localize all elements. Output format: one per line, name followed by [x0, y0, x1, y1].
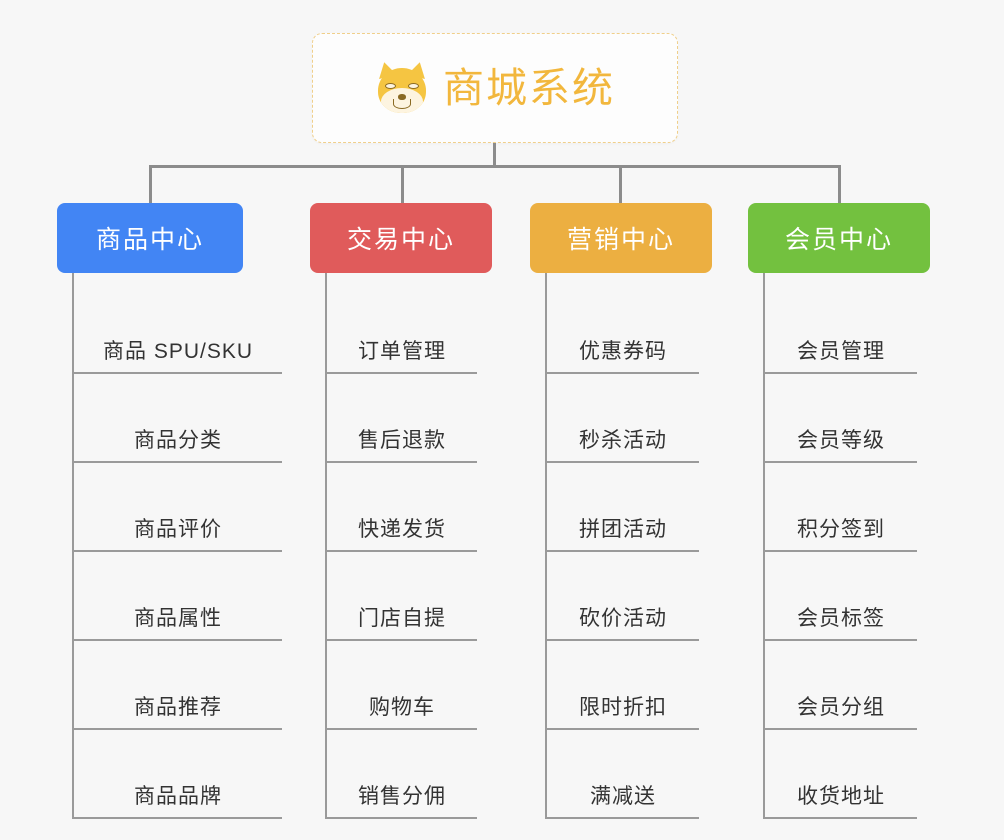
leaf-item[interactable]: 售后退款: [327, 374, 477, 463]
root-node[interactable]: 商城系统: [312, 33, 678, 143]
shiba-inu-dog-icon: [375, 60, 429, 115]
leaf-label: 限时折扣: [579, 696, 667, 719]
category-header-product[interactable]: 商品中心: [57, 203, 243, 273]
leaf-label: 拼团活动: [579, 518, 667, 541]
connector-drop-member: [838, 165, 841, 205]
leaf-item[interactable]: 会员等级: [765, 374, 917, 463]
category-header-marketing[interactable]: 营销中心: [530, 203, 712, 273]
category-header-member[interactable]: 会员中心: [748, 203, 930, 273]
leaf-label: 收货地址: [797, 785, 885, 808]
leaf-label: 砍价活动: [579, 607, 667, 630]
category-column-marketing: 营销中心 优惠券码 秒杀活动 拼团活动 砍价活动 限时折扣 满减送: [530, 203, 712, 819]
connector-drop-market: [619, 165, 622, 205]
leaf-item[interactable]: 会员标签: [765, 552, 917, 641]
leaf-item[interactable]: 购物车: [327, 641, 477, 730]
connector-horizontal-bus: [149, 165, 841, 168]
category-column-trade: 交易中心 订单管理 售后退款 快递发货 门店自提 购物车 销售分佣: [310, 203, 492, 819]
leaf-label: 商品 SPU/SKU: [102, 340, 254, 363]
leaf-item[interactable]: 会员分组: [765, 641, 917, 730]
leaf-list-product: 商品 SPU/SKU 商品分类 商品评价 商品属性 商品推荐 商品品牌: [72, 273, 282, 819]
leaf-label: 会员管理: [797, 340, 885, 363]
leaf-list-marketing: 优惠券码 秒杀活动 拼团活动 砍价活动 限时折扣 满减送: [545, 273, 712, 819]
leaf-item[interactable]: 商品 SPU/SKU: [74, 285, 282, 374]
leaf-label: 商品品牌: [134, 785, 222, 808]
leaf-item[interactable]: 门店自提: [327, 552, 477, 641]
category-column-member: 会员中心 会员管理 会员等级 积分签到 会员标签 会员分组 收货地址: [748, 203, 930, 819]
root-title: 商城系统: [443, 64, 615, 111]
leaf-label: 订单管理: [358, 340, 446, 363]
connector-drop-product: [149, 165, 152, 205]
leaf-item[interactable]: 优惠券码: [547, 285, 699, 374]
leaf-label: 商品推荐: [134, 696, 222, 719]
leaf-label: 商品属性: [134, 607, 222, 630]
category-header-trade[interactable]: 交易中心: [310, 203, 492, 273]
leaf-label: 商品评价: [134, 518, 222, 541]
leaf-label: 购物车: [369, 696, 435, 719]
category-label: 营销中心: [566, 226, 675, 254]
leaf-item[interactable]: 满减送: [547, 730, 699, 819]
leaf-item[interactable]: 订单管理: [327, 285, 477, 374]
leaf-item[interactable]: 砍价活动: [547, 552, 699, 641]
leaf-label: 满减送: [590, 785, 656, 808]
connector-drop-trade: [401, 165, 404, 205]
leaf-label: 门店自提: [358, 607, 446, 630]
category-label: 会员中心: [784, 226, 893, 254]
category-column-product: 商品中心 商品 SPU/SKU 商品分类 商品评价 商品属性 商品推荐 商品品牌: [57, 203, 282, 819]
leaf-item[interactable]: 积分签到: [765, 463, 917, 552]
leaf-label: 快递发货: [358, 518, 446, 541]
leaf-label: 秒杀活动: [579, 429, 667, 452]
leaf-label: 售后退款: [358, 429, 446, 452]
leaf-item[interactable]: 会员管理: [765, 285, 917, 374]
leaf-label: 积分签到: [797, 518, 885, 541]
leaf-label: 优惠券码: [579, 340, 667, 363]
category-label: 交易中心: [346, 226, 455, 254]
leaf-item[interactable]: 秒杀活动: [547, 374, 699, 463]
leaf-label: 销售分佣: [358, 785, 446, 808]
leaf-label: 会员等级: [797, 429, 885, 452]
leaf-item[interactable]: 商品推荐: [74, 641, 282, 730]
leaf-item[interactable]: 限时折扣: [547, 641, 699, 730]
leaf-label: 商品分类: [134, 429, 222, 452]
leaf-list-trade: 订单管理 售后退款 快递发货 门店自提 购物车 销售分佣: [325, 273, 492, 819]
connector-root-stem: [493, 143, 496, 167]
leaf-item[interactable]: 收货地址: [765, 730, 917, 819]
leaf-item[interactable]: 拼团活动: [547, 463, 699, 552]
leaf-item[interactable]: 商品品牌: [74, 730, 282, 819]
leaf-item[interactable]: 快递发货: [327, 463, 477, 552]
leaf-item[interactable]: 商品评价: [74, 463, 282, 552]
leaf-label: 会员分组: [797, 696, 885, 719]
leaf-list-member: 会员管理 会员等级 积分签到 会员标签 会员分组 收货地址: [763, 273, 930, 819]
category-label: 商品中心: [95, 226, 204, 254]
leaf-item[interactable]: 商品属性: [74, 552, 282, 641]
leaf-item[interactable]: 商品分类: [74, 374, 282, 463]
leaf-item[interactable]: 销售分佣: [327, 730, 477, 819]
leaf-label: 会员标签: [797, 607, 885, 630]
